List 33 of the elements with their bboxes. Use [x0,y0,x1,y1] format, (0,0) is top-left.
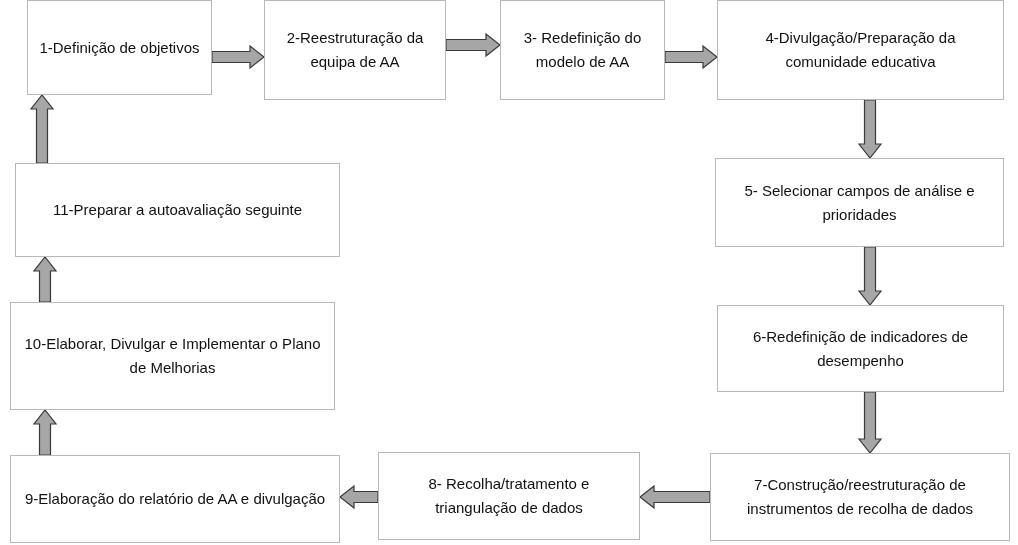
block-arrow [32,409,58,456]
step-label: 7-Construção/reestruturação de instrumentos de recolha de dados [746,475,974,519]
step-label: 4-Divulgação/Preparação da comunidade educativa [764,28,957,72]
block-arrow [32,256,58,303]
step-label: 9-Elaboração do relatório de AA e divulgação [24,489,326,509]
block-arrow [857,99,883,159]
block-arrow [857,246,883,306]
process-box [10,455,340,543]
process-box [500,0,665,100]
process-box [10,302,335,410]
step-label: 5- Selecionar campos de análise e prioridades [743,180,976,225]
process-box [378,452,640,540]
step-label: 3- Redefinição do modelo de AA [522,28,643,72]
process-box [710,453,1010,541]
process-box [717,0,1004,100]
step-label: 10-Elaborar, Divulgar e Implementar o Plano de Melhorias [23,334,322,378]
block-arrow [639,484,711,510]
process-box [715,158,1004,247]
block-arrow [857,391,883,454]
block-arrow [664,44,718,70]
step-label: 6-Redefinição de indicadores de desempenho [751,326,970,371]
block-arrow [339,484,379,510]
step-label: 1-Definição de objetivos [39,37,200,58]
process-box [15,163,340,257]
block-arrow [211,44,265,70]
block-arrow [29,94,55,164]
block-arrow [445,32,501,58]
step-label: 2-Reestruturação da equipa de AA [285,28,425,72]
process-box [717,305,1004,392]
process-box [27,0,212,95]
step-label: 11-Preparar a autoavaliação seguinte [52,200,303,220]
step-label: 8- Recolha/tratamento e triangulação de dados [427,474,591,518]
process-box [264,0,446,100]
